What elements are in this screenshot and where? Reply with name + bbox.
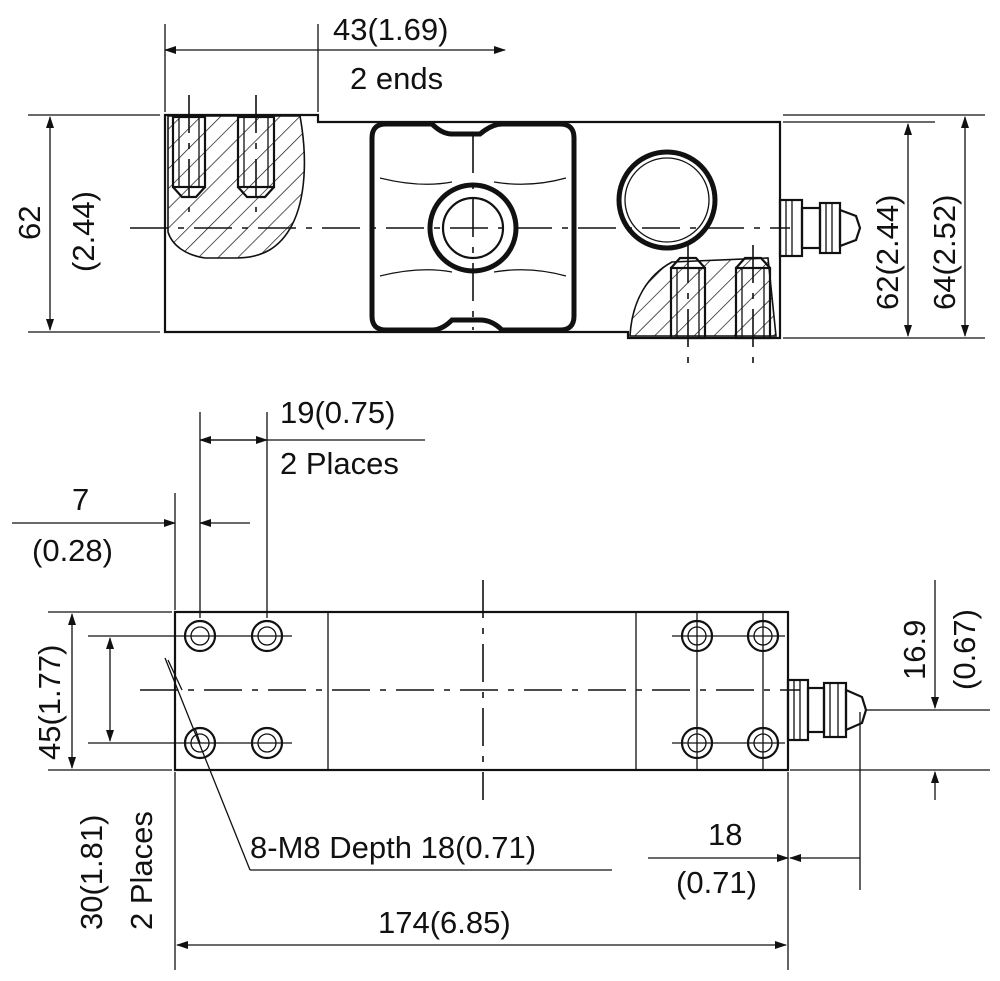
edge-distance-in: (0.28) — [32, 533, 113, 568]
right-mount-hole — [616, 149, 718, 251]
hole-pitch-label: 19(0.75) — [280, 395, 395, 430]
right-height-label-1: 62(2.44) — [870, 195, 905, 310]
plan-view: 19(0.75) 2 Places 7 (0.28) 45(1.77) 30(1… — [12, 395, 990, 970]
cable-length-in: (0.71) — [676, 865, 757, 900]
side-height-in: (2.44) — [66, 191, 101, 272]
plan-cable-gland — [786, 678, 880, 742]
end-length-label: 43(1.69) — [333, 12, 448, 47]
side-cable-gland — [778, 198, 862, 258]
left-cutaway-section — [167, 115, 306, 259]
plan-bolt-holes — [180, 612, 785, 770]
side-view-body — [163, 113, 782, 340]
cable-offset-mm: 16.9 — [897, 620, 932, 680]
cable-offset-in: (0.67) — [947, 609, 982, 690]
cable-length-mm: 18 — [708, 817, 742, 852]
row-spacing-label: 30(1.81) — [74, 815, 109, 930]
thread-leader-line — [164, 657, 251, 871]
end-length-note: 2 ends — [350, 61, 443, 96]
right-thread-holes — [669, 245, 772, 365]
edge-distance-mm: 7 — [72, 482, 89, 517]
thread-note-label: 8-M8 Depth 18(0.71) — [250, 830, 536, 865]
right-cutaway-section — [629, 257, 777, 337]
left-thread-holes — [171, 95, 276, 212]
right-height-label-2: 64(2.52) — [927, 195, 962, 310]
hole-pitch-note: 2 Places — [280, 446, 399, 481]
side-height-mm: 62 — [12, 206, 47, 240]
total-length-label: 174(6.85) — [378, 905, 511, 940]
row-spacing-note: 2 Places — [124, 811, 159, 930]
plan-width-label: 45(1.77) — [32, 645, 67, 760]
side-view: 43(1.69) 2 ends 62 (2.44) 62(2.44) 64(2.… — [12, 12, 985, 365]
